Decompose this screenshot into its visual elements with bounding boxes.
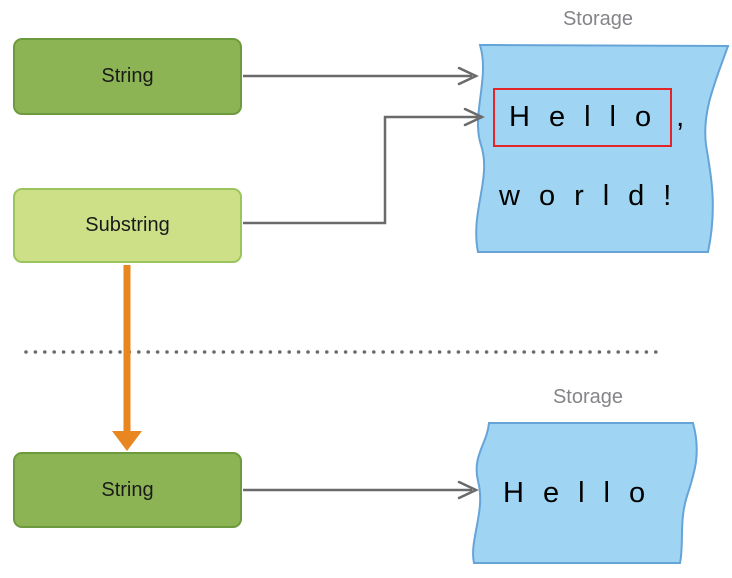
- storage-shape-bottom: [472, 422, 698, 564]
- string-node-top-label: String: [101, 65, 154, 87]
- substring-node-label: Substring: [85, 214, 170, 236]
- string-node-bottom-label: String: [101, 478, 154, 501]
- storage-caption-bottom: Storage: [552, 386, 624, 408]
- storage-top-highlighted-text: Hello: [509, 100, 671, 133]
- storage-top-punctuation: ,: [676, 100, 685, 133]
- storage-caption-top: Storage: [562, 8, 634, 30]
- storage-shape-top: [475, 44, 730, 253]
- substring-to-string-conversion-arrow: [112, 265, 142, 451]
- string-to-storage-arrow: [243, 66, 479, 86]
- storage-top-line2: world!: [499, 179, 691, 212]
- storage-top-line1: Hello ,: [493, 87, 684, 147]
- string-node-top: String: [13, 38, 242, 115]
- storage-bottom-content: Hello: [503, 476, 665, 509]
- bottom-string-to-storage-arrow: [243, 480, 479, 500]
- substring-highlight-frame: Hello: [493, 87, 673, 147]
- substring-node: Substring: [13, 188, 242, 263]
- substring-to-storage-arrow: [243, 107, 485, 225]
- string-node-bottom: String: [13, 452, 242, 528]
